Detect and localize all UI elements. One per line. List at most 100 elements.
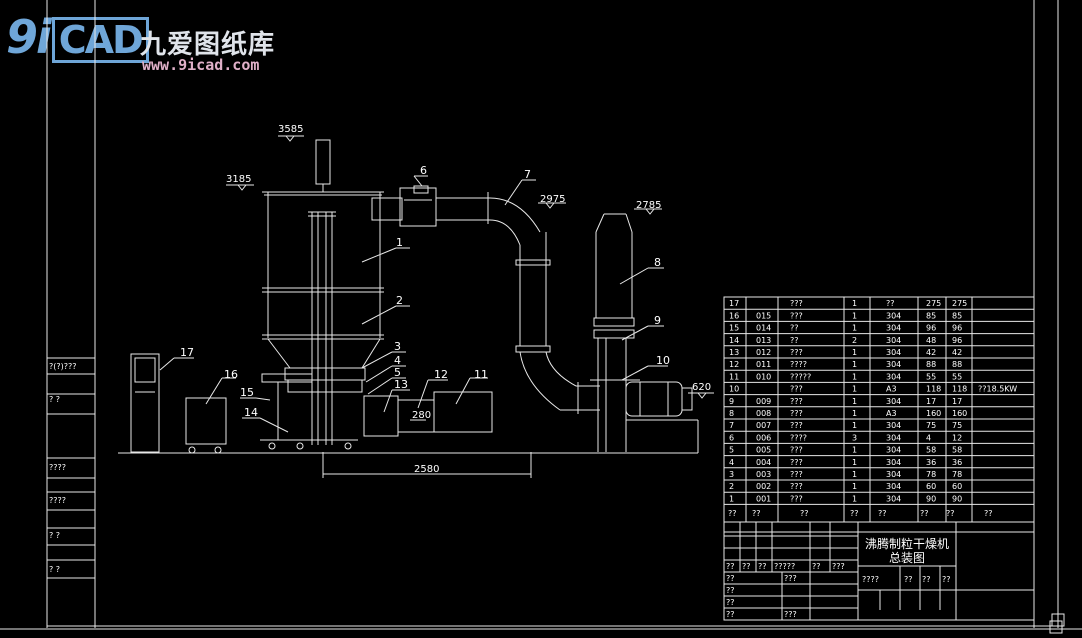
material-bin [185,397,227,454]
bom-cell: 304 [886,311,901,320]
bom-cell: 78 [952,470,962,479]
bom-header-cell: ?? [728,509,737,518]
bom-cell: ??? [790,409,803,418]
bom-cell: 304 [886,360,901,369]
bom-cell: ??? [790,348,803,357]
part-label: 16 [224,368,238,381]
dim-left: 3185 [226,174,251,185]
bom-cell: 1 [852,482,857,491]
bom-cell: 58 [926,446,936,455]
part-label: 11 [474,368,488,381]
bom-header-cell: ?? [800,509,809,518]
bom-cell: 60 [952,482,962,491]
title-block-cell: ????? [774,562,795,571]
bom-cell: 1 [852,385,857,394]
bom-cell: ??? [790,482,803,491]
bom-cell: 15 [729,324,739,333]
left-table-cell: ? ? [49,395,60,404]
bom-cell: 90 [926,494,936,503]
bom-cell: 1 [852,360,857,369]
bom-cell: 36 [952,458,962,467]
left-table-cell: ? ? [49,531,60,540]
bom-cell: 58 [952,446,962,455]
bom-cell: ??? [790,421,803,430]
bom-cell: ???? [790,433,807,442]
bom-header-cell: ?? [878,509,887,518]
bom-cell: 008 [756,409,771,418]
dim-cart: 280 [412,410,431,421]
watermark-url: www.9icad.com [142,56,260,74]
title-block-cell: ?? [726,586,735,595]
bom-cell: 3 [729,470,734,479]
bom-cell: 96 [952,324,962,333]
bom-cell: ?? [790,336,799,345]
part-label: 1 [396,236,403,249]
bom-cell: ??? [790,385,803,394]
bom-cell: 1 [852,494,857,503]
bom-cell: 10 [729,385,739,394]
bom-cell: 304 [886,336,901,345]
bom-cell: 17 [729,299,739,308]
part-label: 2 [396,294,403,307]
bom-cell: 304 [886,458,901,467]
bom-cell: 11 [729,372,739,381]
bom-cell: A3 [886,409,897,418]
bom-cell: 2 [852,336,857,345]
bom-cell: 304 [886,470,901,479]
bom-cell: 2 [729,482,734,491]
bom-cell: ??? [790,446,803,455]
bom-cell: A3 [886,385,897,394]
bom-cell: 1 [852,446,857,455]
dim-top: 3585 [278,124,303,135]
bom-header-cell: ?? [752,509,761,518]
bom-cell: 1 [729,494,734,503]
left-table-cell: ???? [49,496,66,505]
bom-cell: 275 [952,299,967,308]
bom-cell: 009 [756,397,771,406]
bom-cell: 304 [886,421,901,430]
bom-cell: ????? [790,372,811,381]
bom-cell: ??? [790,311,803,320]
bom-cell: 9 [729,397,734,406]
bom-cell: 1 [852,470,857,479]
bom-cell: 015 [756,311,771,320]
bom-cell: 1 [852,324,857,333]
part-label: 14 [244,406,258,419]
bom-cell: 60 [926,482,936,491]
drawing-title-line2: 总装图 [889,551,925,565]
bom-header-cell: ?? [984,509,993,518]
part-label: 10 [656,354,670,367]
bom-cell: 014 [756,324,771,333]
bom-cell: ??18.5KW [978,385,1017,394]
dim-duct: 2975 [540,194,565,205]
bom-cell: 1 [852,397,857,406]
bom-cell: 13 [729,348,739,357]
bom-cell: 001 [756,494,771,503]
bom-cell: ?? [790,324,799,333]
bom-cell: 011 [756,360,771,369]
title-block-cell: ?? [726,574,735,583]
bom-cell: 3 [852,433,857,442]
dim-cyclone: 2785 [636,200,661,211]
bom-cell: 85 [952,311,962,320]
bom-cell: 42 [952,348,962,357]
bom-cell: 96 [926,324,936,333]
bom-cell: 17 [952,397,962,406]
bom-cell: 005 [756,446,771,455]
bom-cell: 16 [729,311,739,320]
bom-cell: 118 [926,385,941,394]
bom-cell: 002 [756,482,771,491]
bom-cell: 42 [926,348,936,357]
bom-cell: 90 [952,494,962,503]
title-block [723,521,1035,621]
watermark-logo-box: CAD [51,17,149,63]
watermark-title: 九爱图纸库 [140,30,276,60]
bom-cell: 013 [756,336,771,345]
bom-cell: 14 [729,336,739,345]
title-block-cell: ?? [726,562,735,571]
bom-cell: 1 [852,299,857,308]
left-table-cell: ???? [49,463,66,472]
